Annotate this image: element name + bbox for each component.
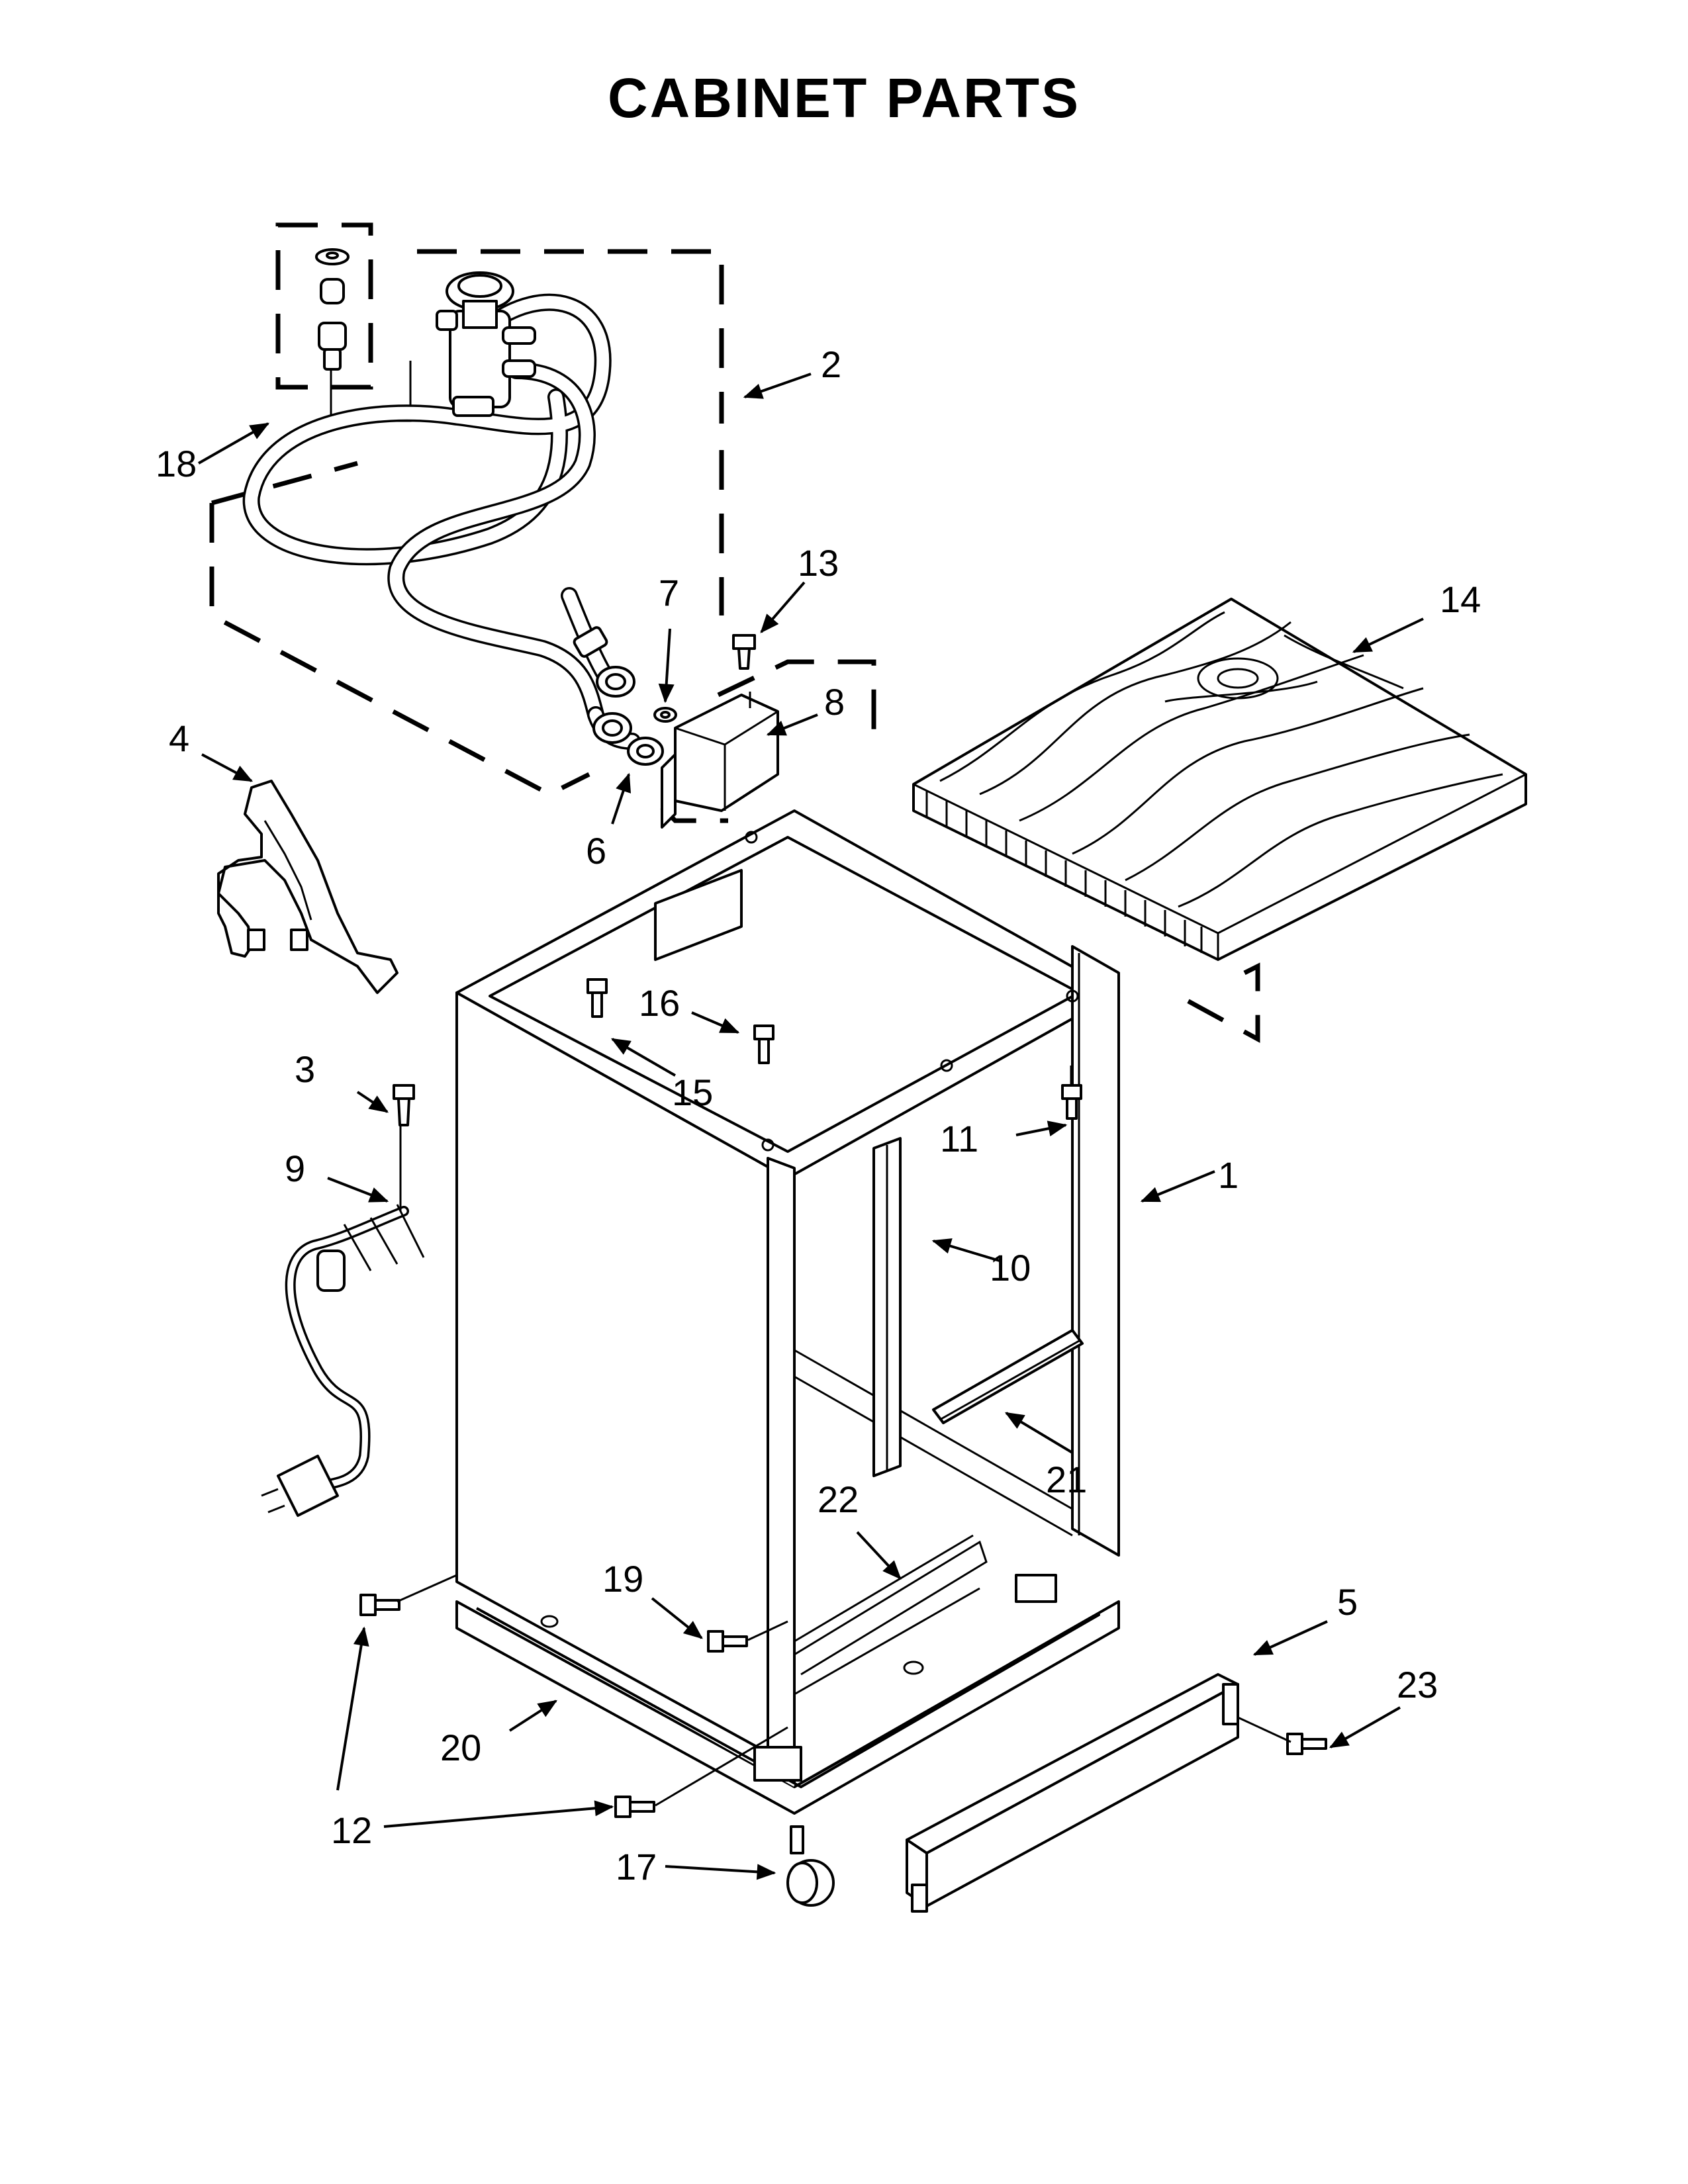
callout-13: 13 [798,542,839,584]
bracket-screw-part [732,634,756,670]
callout-10: 10 [990,1247,1031,1289]
callout-6: 6 [586,830,606,872]
callout-22: 22 [818,1479,859,1520]
callout-16: 16 [639,982,680,1024]
corner-bracket-part [217,780,399,994]
cabinet-part [455,809,1120,1788]
callout-8: 8 [824,681,845,723]
callout-7: 7 [659,572,679,614]
worktop-edge-ribs [925,791,1203,953]
callout-11: 11 [940,1118,978,1160]
callout-18: 18 [156,443,197,484]
callout-23: 23 [1397,1664,1438,1706]
toe-panel-part [906,1673,1239,1913]
callout-12: 12 [331,1809,372,1851]
cross-brace-part [932,1329,1084,1424]
callout-19: 19 [602,1558,643,1600]
callout-labels: 1 2 3 4 5 6 7 8 9 10 11 12 13 14 15 16 1… [156,343,1481,1888]
screw-19 [707,1630,748,1653]
callout-21: 21 [1046,1459,1087,1500]
screw-12-upper [359,1594,400,1616]
callout-4: 4 [169,717,189,759]
screw-12-lower [614,1796,655,1818]
leader-lines [198,373,1424,1880]
cabinet-base-part [455,1534,1120,1815]
callout-20: 20 [440,1727,481,1768]
callout-14: 14 [1440,578,1481,620]
wood-grain-pattern [939,611,1503,908]
callout-2: 2 [821,343,841,385]
vertical-brace-part [872,1137,902,1477]
callout-3: 3 [295,1048,315,1090]
ground-screw-part [393,1084,415,1126]
screw-15 [586,978,608,1018]
washer-part [653,707,677,723]
misc-screws [359,978,1327,1818]
callout-1: 1 [1218,1154,1239,1196]
callout-9: 9 [285,1148,305,1189]
callout-5: 5 [1337,1581,1358,1623]
worktop-part [912,598,1527,1043]
page-title: CABINET PARTS [607,67,1081,129]
callout-15: 15 [672,1071,713,1113]
caster-part [786,1825,835,1907]
power-cord-part [261,1125,425,1517]
callout-17: 17 [616,1846,657,1888]
valve-bracket-part [660,659,876,829]
hose-clamp-part [627,737,664,766]
screw-16 [753,1024,774,1064]
screw-23 [1286,1733,1327,1755]
inlet-screen-kit-part [275,222,412,422]
water-valve-hose-assembly-part [209,249,724,797]
